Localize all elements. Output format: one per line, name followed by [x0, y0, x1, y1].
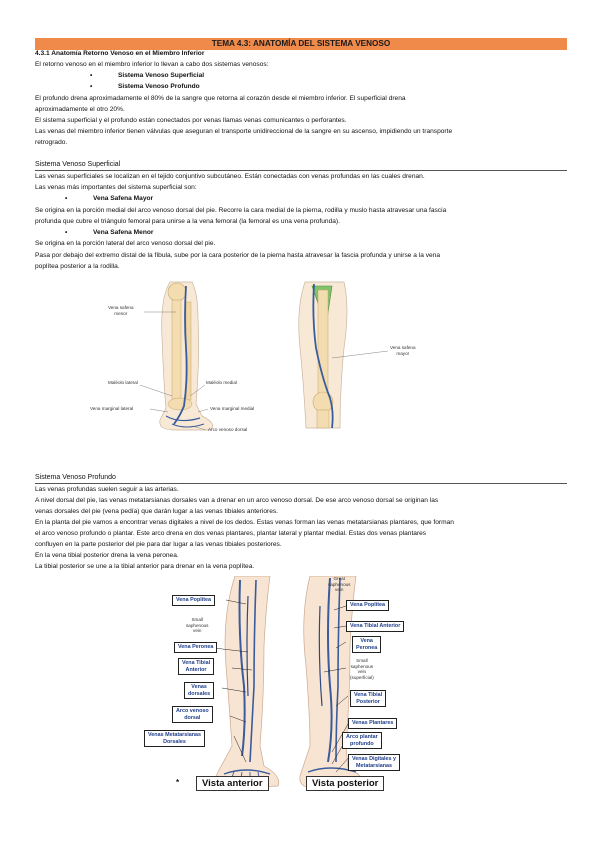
paragraph-line: venas dorsales del pie (vena pedía) que …: [35, 508, 279, 515]
paragraph-line: Las venas superficiales se localizan en …: [35, 173, 425, 180]
callout-venas-plantares: Venas Plantares: [348, 718, 398, 729]
asterisk-mark: *: [176, 778, 180, 787]
paragraph-line: retrogrado.: [35, 139, 68, 146]
label-maleolo-lateral: Maléolo lateral: [108, 380, 138, 385]
label-vena-marginal-medial: Vena marginal medial: [210, 406, 255, 411]
paragraph-line: confluyen en la parte posterior del pie …: [35, 541, 282, 548]
anterior-leg-drawing: [298, 281, 348, 429]
paragraph-line: Pasa por debajo del extremo distal de la…: [35, 252, 441, 259]
paragraph-line: Se origina en la porción medial del arco…: [35, 207, 447, 214]
label-maleolo-medial: Maléolo medial: [206, 380, 237, 385]
paragraph-line: profunda que cubre el triángulo femoral …: [35, 218, 340, 225]
paragraph-line: el arco venoso profundo o plantar. Este …: [35, 530, 427, 537]
paragraph-line: aproximadamente el otro 20%.: [35, 106, 125, 113]
paragraph-line: La tibial posterior se une a la tibial a…: [35, 563, 255, 570]
bullet-item: Vena Safena Mayor: [65, 195, 153, 204]
page-title: TEMA 4.3: ANATOMÍA DEL SISTEMA VENOSO: [35, 38, 567, 50]
paragraph-line: El sistema superficial y el profundo est…: [35, 117, 347, 124]
paragraph-line: En la planta del pie vamos a encontrar v…: [35, 519, 454, 526]
view-label-anterior: Vista anterior: [196, 776, 269, 791]
paragraph-line: A nivel dorsal del pie, las venas metata…: [35, 497, 439, 504]
section-heading-profundo: Sistema Venoso Profundo: [35, 473, 567, 484]
paragraph-line: El retorno venoso en el miembro inferior…: [35, 61, 269, 68]
paragraph-line: Se origina en la porción lateral del arc…: [35, 240, 216, 247]
paragraph-line: Las venas profundas suelen seguir a las …: [35, 486, 179, 493]
paragraph-line: Las venas más importantes del sistema su…: [35, 184, 197, 191]
posterior-leg-drawing: [159, 281, 213, 431]
bullet-item: Sistema Venoso Profundo: [90, 83, 200, 92]
paragraph-line: El profundo drena aproximadamente el 80%…: [35, 95, 406, 102]
anterior-view-drawing: [215, 575, 280, 789]
bullet-item: Vena Safena Menor: [65, 229, 154, 238]
callout-vena-peronea-anterior: Vena Peronea: [174, 642, 218, 653]
section-heading-superficial: Sistema Venoso Superficial: [35, 160, 567, 171]
section-subtitle: 4.3.1 Anatomía Retorno Venoso en el Miem…: [35, 50, 205, 57]
paragraph-line: En la vena tibial posterior drena la ven…: [35, 552, 179, 559]
callout-vena-poplitea-posterior: Vena Poplitea: [346, 600, 390, 611]
callout-vena-poplitea-anterior: Vena Poplítea: [172, 595, 216, 606]
callout-vena-tibial-anterior-posterior-view: Vena Tibial Anterior: [346, 621, 405, 632]
paragraph-line: Las venas del miembro inferior tienen vá…: [35, 128, 453, 135]
bullet-item: Sistema Venoso Superficial: [90, 72, 204, 81]
view-label-posterior: Vista posterior: [306, 776, 385, 791]
label-arco-venoso-dorsal: Arco venoso dorsal: [208, 427, 248, 432]
paragraph-line: poplítea posterior a la rodilla.: [35, 263, 120, 270]
label-vena-marginal-lateral: Vena marginal lateral: [90, 406, 134, 411]
leg-illustration: [139, 281, 389, 431]
